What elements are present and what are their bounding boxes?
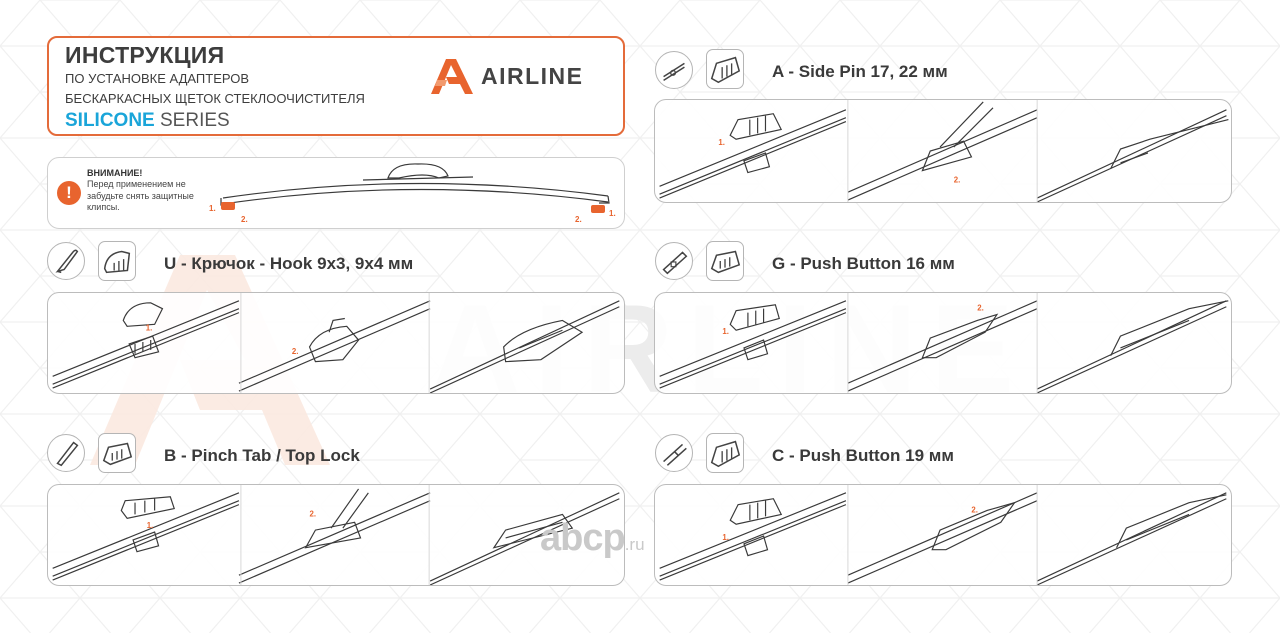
- c-arm-type-icon: [655, 434, 693, 472]
- a-steps-drawing: 1. 2.: [659, 100, 1229, 202]
- site-watermark-tld: .ru: [624, 535, 645, 554]
- airline-logo: AIRLINE: [429, 56, 609, 96]
- b-step-1: 1.: [147, 521, 154, 530]
- b-adapter-icon: [98, 433, 136, 473]
- c-step-2: 2.: [971, 505, 978, 514]
- protective-clip-right: [591, 205, 605, 213]
- g-adapter-icon: [706, 241, 744, 281]
- c-adapter-icon: [706, 433, 744, 473]
- u-steps-panel: 1. 2.: [47, 292, 625, 394]
- warning-right-step-2: 2.: [575, 215, 582, 224]
- a-section-title: A - Side Pin 17, 22 мм: [772, 62, 948, 81]
- g-steps-panel: 1. 2.: [654, 292, 1232, 394]
- instruction-subtitle-1: ПО УСТАНОВКЕ АДАПТЕРОВ: [65, 71, 250, 86]
- u-adapter-icon: [98, 241, 136, 281]
- g-step-1: 1.: [722, 327, 729, 336]
- c-steps-panel: 1. 2.: [654, 484, 1232, 586]
- a-arm-type-icon: [655, 51, 693, 89]
- b-steps-panel: 1. 2.: [47, 484, 625, 586]
- a-adapter-icon: [706, 49, 744, 89]
- warning-right-step-1: 1.: [609, 209, 616, 218]
- brand-name: AIRLINE: [481, 63, 584, 89]
- a-step-1: 1.: [718, 138, 725, 147]
- g-section-title: G - Push Button 16 мм: [772, 254, 955, 273]
- g-step-2: 2.: [977, 304, 984, 313]
- b-section-title: B - Pinch Tab / Top Lock: [164, 446, 360, 465]
- b-steps-drawing: 1. 2.: [52, 485, 620, 585]
- warning-box: ! ВНИМАНИЕ! Перед применением не забудьт…: [47, 157, 625, 229]
- b-arm-type-icon: [47, 434, 85, 472]
- series-label: SILICONE SERIES: [65, 110, 230, 132]
- a-steps-panel: 1. 2.: [654, 99, 1232, 203]
- instruction-subtitle-2: БЕСКАРКАСНЫХ ЩЕТОК СТЕКЛООЧИСТИТЕЛЯ: [65, 91, 365, 106]
- wiper-blade-illustration: 1. 2. 2. 1.: [209, 163, 616, 224]
- c-section-title: C - Push Button 19 мм: [772, 446, 954, 465]
- warning-left-step-2: 2.: [241, 215, 248, 224]
- site-watermark: abcp.ru: [540, 517, 645, 560]
- u-arm-type-icon: [47, 242, 85, 280]
- u-step-1: 1.: [146, 323, 153, 332]
- u-steps-drawing: 1. 2.: [52, 293, 620, 393]
- airline-a-logo-icon: [431, 59, 473, 94]
- protective-clip-left: [221, 202, 235, 210]
- a-step-2: 2.: [954, 175, 961, 184]
- instruction-header: ИНСТРУКЦИЯ ПО УСТАНОВКЕ АДАПТЕРОВ БЕСКАР…: [47, 36, 625, 136]
- warning-title: ВНИМАНИЕ!: [87, 168, 143, 178]
- warning-text: Перед применением не забудьте снять защи…: [87, 179, 194, 212]
- series-accent: SILICONE: [65, 110, 155, 131]
- instruction-title: ИНСТРУКЦИЯ: [65, 42, 225, 68]
- exclamation-icon: !: [57, 181, 81, 205]
- warning-left-step-1: 1.: [209, 204, 216, 213]
- series-rest: SERIES: [154, 110, 230, 131]
- g-arm-type-icon: [655, 242, 693, 280]
- c-steps-drawing: 1. 2.: [659, 485, 1227, 585]
- u-section-title: U - Крючок - Hook 9x3, 9x4 мм: [164, 254, 414, 273]
- b-step-2: 2.: [310, 509, 317, 518]
- u-step-2: 2.: [292, 347, 299, 356]
- g-steps-drawing: 1. 2.: [659, 293, 1229, 393]
- site-watermark-name: abcp: [540, 517, 626, 559]
- c-step-1: 1.: [722, 533, 729, 542]
